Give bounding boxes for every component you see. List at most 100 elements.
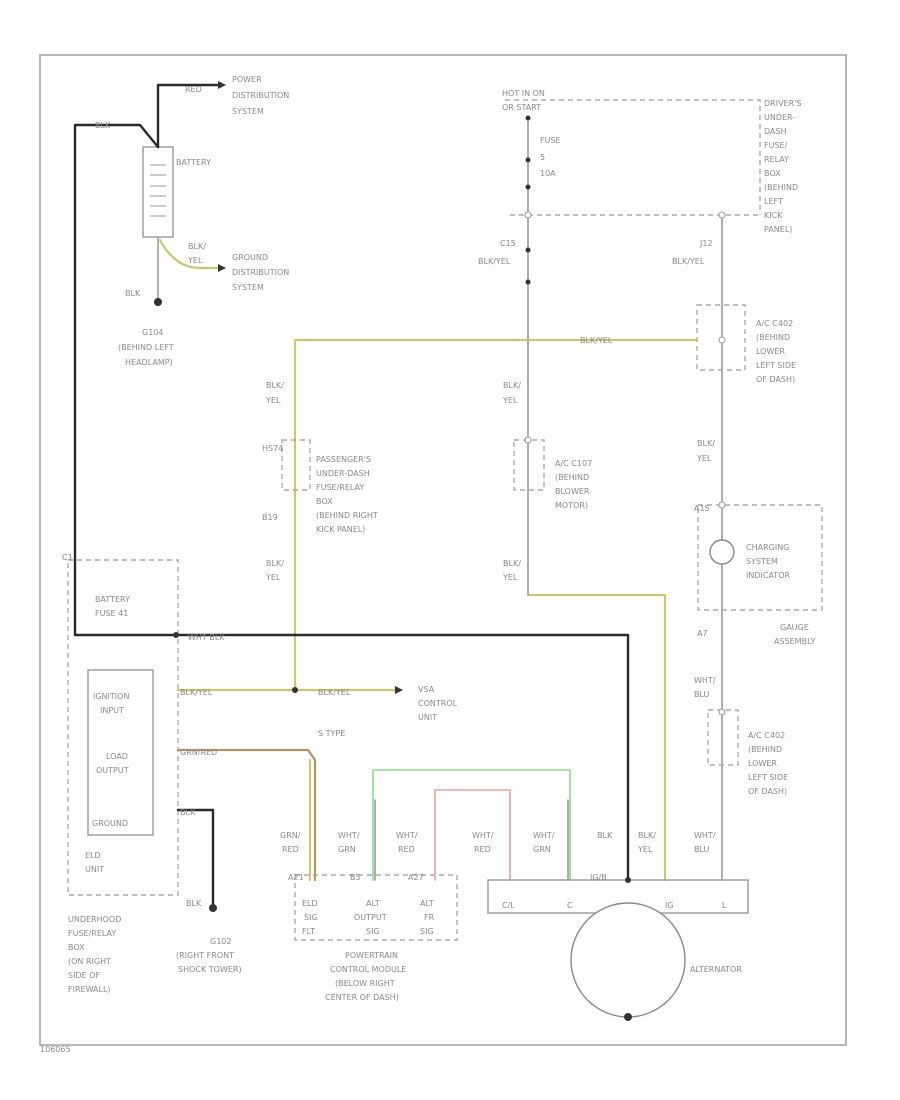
label-blk-bottom: BLK xyxy=(597,831,613,840)
svg-text:UNDER-DASH: UNDER-DASH xyxy=(316,469,370,478)
label-vsa: VSA CONTROL UNIT xyxy=(418,685,458,722)
svg-text:10A: 10A xyxy=(540,169,556,178)
svg-text:C1: C1 xyxy=(62,553,73,562)
label-wht-blu-bottom: WHT/ BLU xyxy=(694,831,716,854)
label-pcm-pins: A21 B5 A27 IG/B xyxy=(288,873,607,882)
label-j12: J12 BLK/YEL xyxy=(672,239,713,266)
svg-text:FUSE/: FUSE/ xyxy=(764,141,788,150)
label-ignition-input: IGNITION INPUT xyxy=(93,692,129,715)
svg-text:SIG: SIG xyxy=(420,927,434,936)
drivers-fuse-box-outline xyxy=(505,99,761,215)
label-power-dist: POWER DISTRIBUTION SYSTEM xyxy=(232,75,289,116)
svg-text:KICK: KICK xyxy=(764,211,783,220)
svg-text:SIG: SIG xyxy=(366,927,380,936)
svg-text:CHARGING: CHARGING xyxy=(746,543,789,552)
svg-text:BLOWER: BLOWER xyxy=(555,487,590,496)
ac-c402-bottom-connector xyxy=(707,709,739,766)
label-g104: G104 (BEHIND LEFT HEADLAMP) xyxy=(118,328,174,367)
svg-text:HEADLAMP): HEADLAMP) xyxy=(125,358,173,367)
label-alt-pins: C/L C IG L xyxy=(502,901,727,910)
svg-text:DASH: DASH xyxy=(764,127,787,136)
battery-blk-wire xyxy=(73,123,160,637)
battery-alternator-wire xyxy=(174,633,630,882)
ground-dist-wire xyxy=(158,238,220,270)
label-pass-fuse: PASSENGER'S UNDER-DASH FUSE/RELAY BOX (B… xyxy=(316,455,378,534)
hs74-connector xyxy=(281,439,311,491)
label-blk-yel-right1: BLK/ YEL xyxy=(696,439,715,463)
svg-text:BLK/: BLK/ xyxy=(188,242,206,251)
svg-text:ALT: ALT xyxy=(420,899,434,908)
g104-ground-dot xyxy=(154,298,162,306)
svg-text:UNDER-: UNDER- xyxy=(764,113,795,122)
svg-text:YEL: YEL xyxy=(696,454,712,463)
svg-text:GAUGE: GAUGE xyxy=(780,623,809,632)
svg-text:SYSTEM: SYSTEM xyxy=(232,283,264,292)
label-ac-c402-bot: A/C C402 (BEHIND LOWER LEFT SIDE OF DASH… xyxy=(748,731,788,796)
ac-c107-connector xyxy=(513,439,545,491)
svg-text:YEL: YEL xyxy=(265,573,281,582)
alternator-symbol xyxy=(570,902,686,1018)
label-alt-output: ALT OUTPUT SIG xyxy=(354,899,387,936)
label-blk-yel-h: BLK/YEL xyxy=(580,336,613,345)
svg-text:G102: G102 xyxy=(210,937,231,946)
svg-text:FR: FR xyxy=(424,913,435,922)
underhood-fuse-box-outline xyxy=(67,559,179,896)
label-fuse: FUSE 5 10A xyxy=(540,136,561,178)
label-ground-elu: GROUND xyxy=(92,819,128,828)
svg-text:FIREWALL): FIREWALL) xyxy=(68,985,111,994)
svg-text:B19: B19 xyxy=(262,513,278,522)
g102-ground-dot xyxy=(209,904,217,912)
label-alt-fr: ALT FR SIG xyxy=(420,899,435,936)
label-a15: A15 xyxy=(694,504,710,513)
svg-text:LOAD: LOAD xyxy=(106,752,128,761)
svg-text:C/L: C/L xyxy=(502,901,515,910)
svg-text:BLK/: BLK/ xyxy=(266,559,284,568)
svg-text:BLK/YEL: BLK/YEL xyxy=(318,688,351,697)
svg-text:POWER: POWER xyxy=(232,75,262,84)
label-c15: C15 BLK/YEL xyxy=(478,239,516,266)
label-blk-batt: BLK xyxy=(125,289,141,298)
svg-text:ELD: ELD xyxy=(85,851,101,860)
svg-text:BLK: BLK xyxy=(95,121,111,130)
svg-text:S TYPE: S TYPE xyxy=(318,729,345,738)
svg-text:BATTERY: BATTERY xyxy=(95,595,130,604)
label-battery: BATTERY xyxy=(176,158,211,167)
svg-text:5: 5 xyxy=(540,153,545,162)
label-gauge-assy: GAUGE ASSEMBLY xyxy=(774,623,815,646)
svg-text:A/C C107: A/C C107 xyxy=(555,459,592,468)
svg-text:GRN/RED: GRN/RED xyxy=(180,748,217,757)
pcm-outline xyxy=(294,874,458,941)
label-wht-blu: WHT/ BLU xyxy=(694,676,716,699)
label-blk-yel-bottom: BLK/ YEL xyxy=(637,831,656,854)
svg-text:BLK/: BLK/ xyxy=(638,831,656,840)
svg-text:A/C C402: A/C C402 xyxy=(756,319,793,328)
label-load-output: LOAD OUTPUT xyxy=(96,752,129,775)
svg-text:(RIGHT FRONT: (RIGHT FRONT xyxy=(176,951,234,960)
label-blk-top: BLK xyxy=(95,121,111,130)
label-wht-grn2: WHT/ GRN xyxy=(533,831,555,854)
arrow-icon xyxy=(218,81,226,89)
svg-text:ASSEMBLY: ASSEMBLY xyxy=(774,637,815,646)
label-hs74: HS74 xyxy=(262,444,283,453)
label-blk-elu: BLK xyxy=(180,808,196,817)
label-blk-yel-left2: BLK/ YEL xyxy=(265,559,284,582)
svg-text:HOT IN ON: HOT IN ON xyxy=(502,89,545,98)
svg-text:BOX: BOX xyxy=(764,169,781,178)
svg-text:POWERTRAIN: POWERTRAIN xyxy=(345,951,398,960)
svg-text:RED: RED xyxy=(398,845,415,854)
blk-yel-horizontal-wire xyxy=(293,338,699,692)
diagram-frame xyxy=(39,54,847,1046)
label-charging-ind: CHARGING SYSTEM INDICATOR xyxy=(746,543,790,580)
svg-text:J12: J12 xyxy=(699,239,713,248)
svg-text:RELAY: RELAY xyxy=(764,155,789,164)
eld-ground-wire xyxy=(176,808,215,910)
svg-text:LOWER: LOWER xyxy=(756,347,785,356)
label-ac-c402-top: A/C C402 (BEHIND LOWER LEFT SIDE OF DASH… xyxy=(756,319,796,384)
svg-text:BLK: BLK xyxy=(180,808,196,817)
svg-text:MOTOR): MOTOR) xyxy=(555,501,588,510)
label-blk-gnd: BLK xyxy=(186,899,202,908)
svg-text:BOX: BOX xyxy=(316,497,333,506)
label-wht-red2: WHT/ RED xyxy=(472,831,494,854)
label-a7: A7 xyxy=(697,629,708,638)
svg-text:DRIVER'S: DRIVER'S xyxy=(764,99,801,108)
